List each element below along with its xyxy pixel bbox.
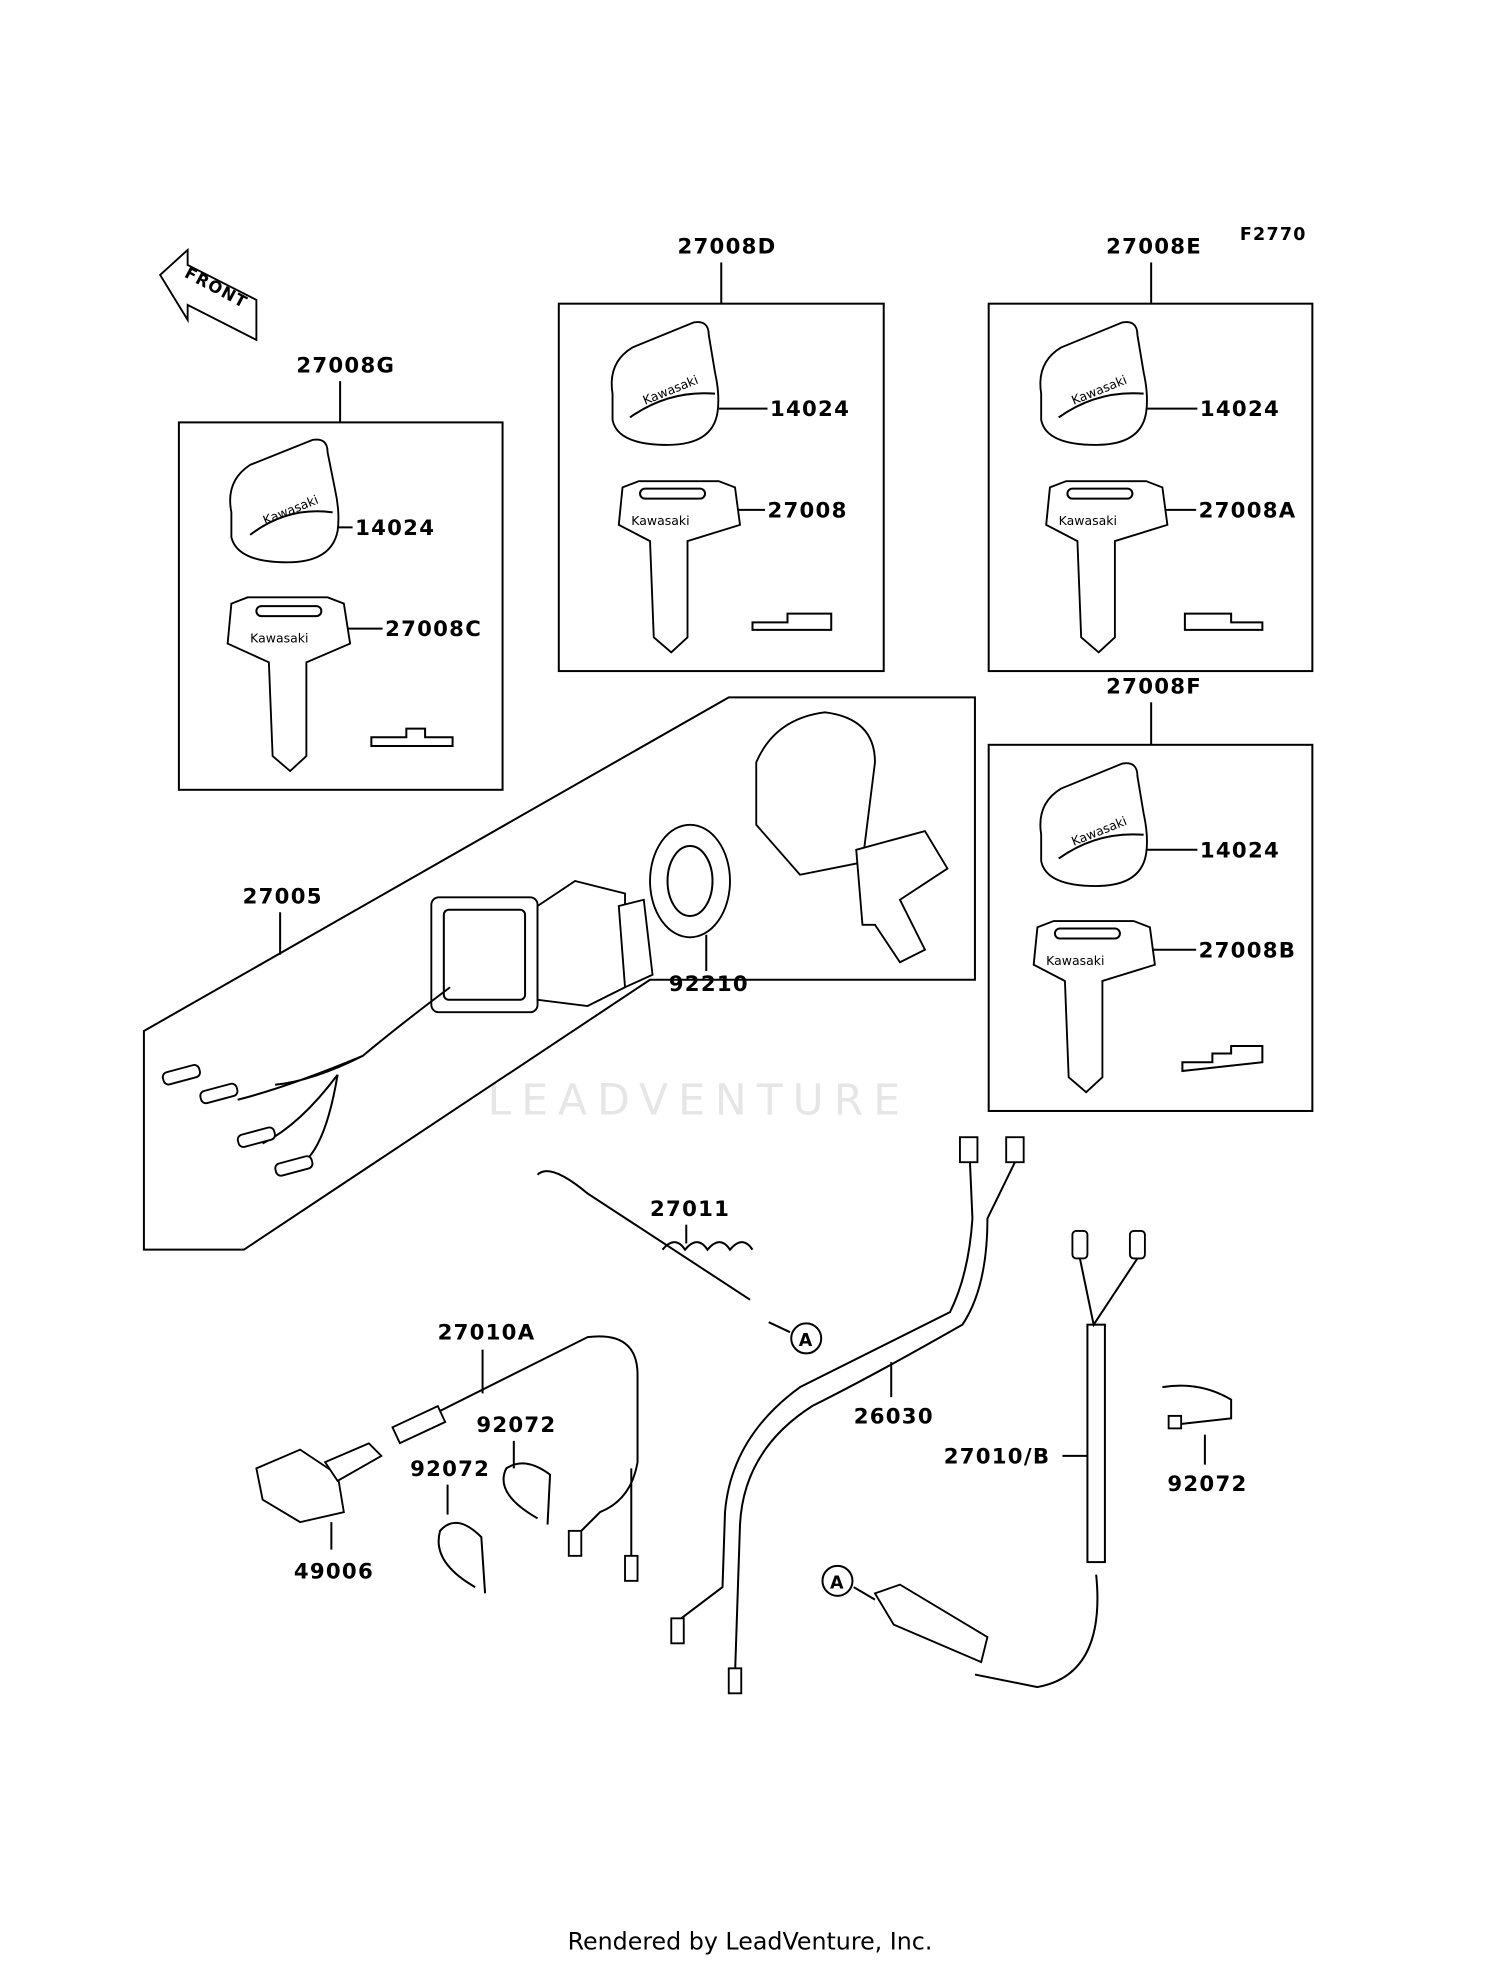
callout-27008a: 27008A [1199,498,1297,523]
callout-27011: 27011 [650,1197,730,1222]
callout-27010b: 27010/B [944,1444,1051,1469]
callout-27008b: 27008B [1199,938,1297,963]
callout-14024-f: 14024 [1200,838,1280,863]
front-arrow-icon: FRONT [158,247,258,342]
harness-27010b[interactable]: A 27010/B [821,1229,1146,1689]
callout-27008f: 27008F [1106,675,1202,700]
key-set-27008f[interactable]: 27008F Kawasaki 14024 Kawasaki 27008B [987,675,1314,1112]
callout-27005: 27005 [243,885,323,910]
spring-27011[interactable]: 27011 A [536,1170,823,1355]
callout-26030: 26030 [854,1404,934,1429]
key-set-27008d[interactable]: 27008D Kawasaki 14024 Kawasaki 27008 [557,235,885,673]
svg-text:Kawasaki: Kawasaki [631,513,689,528]
callout-27008g: 27008G [296,353,395,378]
callout-27008e: 27008E [1106,235,1202,260]
ref-a-bottom: A [830,1573,845,1593]
clamp-92072-a[interactable]: 92072 [476,1413,556,1525]
callout-92210: 92210 [669,972,749,997]
svg-text:Kawasaki: Kawasaki [1059,513,1117,528]
callout-27008c: 27008C [385,617,482,642]
callout-92072-c: 92072 [1167,1472,1247,1497]
callout-92072-b: 92072 [410,1457,490,1482]
footer-credit: Rendered by LeadVenture, Inc. [568,1928,933,1956]
ignition-switch-assembly-27005[interactable]: 27005 92210 [142,696,976,1251]
harness-27010a[interactable]: 27010A [391,1321,639,1582]
svg-text:Kawasaki: Kawasaki [1046,953,1104,968]
callout-14024-d: 14024 [770,397,850,422]
clamp-92072-b[interactable]: 92072 [410,1457,490,1594]
knob-14024: Kawasaki [229,438,340,564]
clamp-92072-c[interactable]: 92072 [1162,1384,1247,1497]
callout-14024-e: 14024 [1200,397,1280,422]
diagram-code: F2770 [1240,225,1307,245]
callout-27008d: 27008D [678,235,777,260]
key-27008c: Kawasaki [226,596,352,773]
cap-49006[interactable]: 49006 [255,1442,383,1584]
callout-27008: 27008 [767,498,847,523]
svg-text:Kawasaki: Kawasaki [250,630,308,645]
key-set-27008g[interactable]: 27008G Kawasaki 14024 Kawasaki 27008C [177,353,504,791]
callout-14024: 14024 [355,516,435,541]
key-set-27008e[interactable]: 27008E Kawasaki 14024 Kawasaki 27008A [987,235,1314,673]
callout-92072-a: 92072 [476,1413,556,1438]
ref-a-top: A [799,1331,814,1351]
callout-49006: 49006 [294,1559,374,1584]
callout-27010a: 27010A [438,1321,536,1346]
watermark: LEADVENTURE [488,1077,910,1126]
lead-26030[interactable]: 26030 [670,1136,1025,1695]
